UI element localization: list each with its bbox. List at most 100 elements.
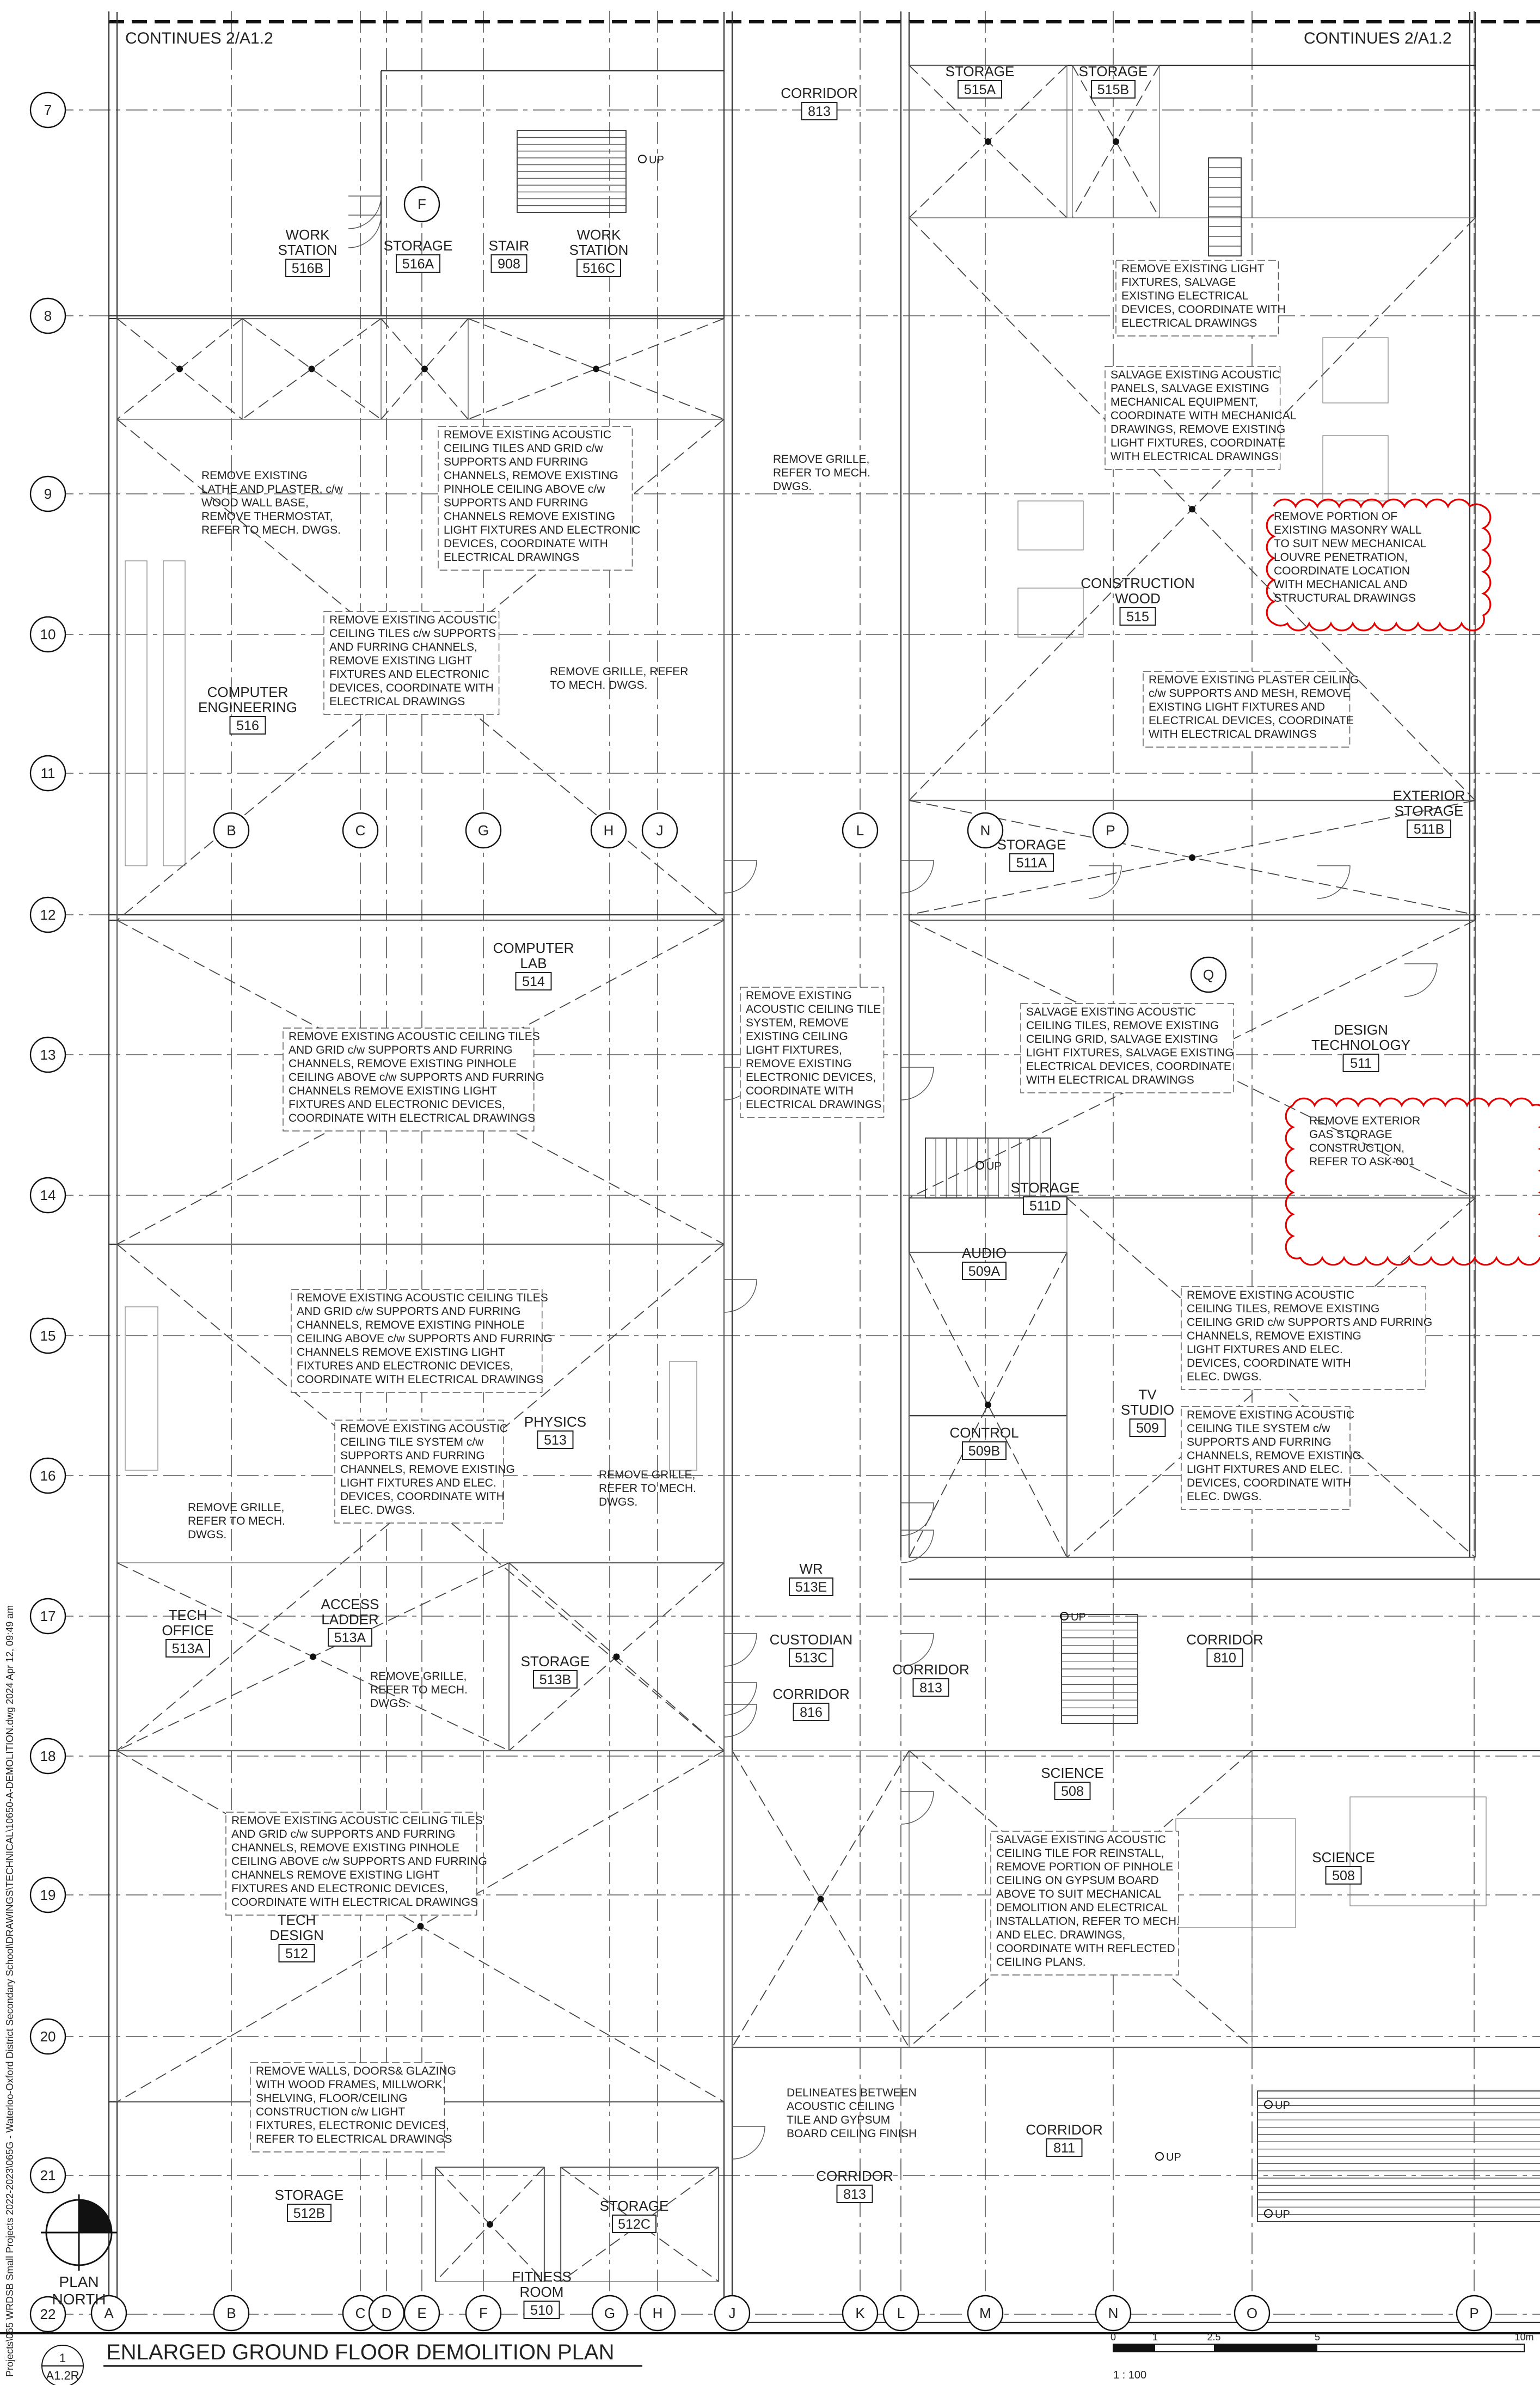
note-box xyxy=(1105,366,1281,470)
grid-bubble-circle xyxy=(882,2295,919,2332)
grid-bubble-label: 22 xyxy=(40,2306,56,2322)
room-name: COMPUTER xyxy=(207,684,289,700)
room-name: CORRIDOR xyxy=(1186,1631,1263,1648)
room-name: AUDIO xyxy=(962,1245,1007,1261)
room-number: 516B xyxy=(292,261,323,276)
room-number-box xyxy=(1046,2138,1083,2157)
up-arrow-icon xyxy=(975,1161,984,1170)
note-line: REMOVE EXISTING ACOUSTIC xyxy=(340,1422,508,1435)
room-tags: CORRIDOR813STORAGE515ASTORAGE515BWORKSTA… xyxy=(162,63,1465,2319)
room-number-box xyxy=(1206,1648,1243,1667)
note-line: CEILING TILES, REMOVE EXISTING xyxy=(1187,1302,1379,1315)
demolition-diagonal xyxy=(381,318,469,420)
room-name: ROOM xyxy=(520,2284,564,2300)
room-number: 511 xyxy=(1350,1056,1372,1071)
room-name: CORRIDOR xyxy=(781,85,858,101)
demolition-note: REMOVE GRILLE,REFER TO MECH.DWGS. xyxy=(773,453,870,493)
note-line: DWGS. xyxy=(370,1697,409,1710)
grid-bubble-circle xyxy=(714,2295,751,2332)
room-name: DESIGN xyxy=(1334,1022,1388,1038)
note-line: REMOVE PORTION OF PINHOLE xyxy=(996,1861,1173,1873)
demolition-diagonal xyxy=(116,920,725,1245)
grid-bubble-circle xyxy=(1092,812,1129,849)
room-number-box xyxy=(962,1441,1007,1460)
room-number: 509 xyxy=(1136,1421,1159,1436)
grid-bubble-row: 20 xyxy=(29,2018,66,2055)
grid-bubble-label: C xyxy=(355,2305,366,2321)
note-line: CEILING ON GYPSUM BOARD xyxy=(996,1874,1159,1887)
room-number-box xyxy=(789,1577,833,1596)
room-number: 511B xyxy=(1414,822,1445,837)
grid-bubble-label: 17 xyxy=(40,1608,56,1624)
grid-bubble-circle xyxy=(29,2296,66,2333)
grid-bubble-row: 16 xyxy=(29,1457,66,1494)
grid-bubble-col: G xyxy=(591,2295,628,2332)
note-line: c/w SUPPORTS AND MESH, REMOVE xyxy=(1149,687,1351,700)
note-line: FIXTURES, ELECTRONIC DEVICES, xyxy=(256,2119,449,2132)
note-line: MECHANICAL EQUIPMENT, xyxy=(1110,396,1258,408)
grid-bubble-circle xyxy=(465,812,502,849)
scale-tick-label: 5 xyxy=(1315,2332,1320,2343)
demolition-diagonal xyxy=(732,1750,910,2048)
grid-bubble-label: P xyxy=(1106,822,1115,839)
grid-bubble-col: H xyxy=(590,812,627,849)
grid-bubble-circle xyxy=(29,91,66,129)
note-line: SUPPORTS AND FURRING xyxy=(444,456,588,468)
grid-bubble-col: H xyxy=(639,2295,676,2332)
room-number-box xyxy=(229,716,266,735)
note-line: REMOVE GRILLE, xyxy=(773,453,869,466)
note-line: DEVICES, COORDINATE WITH xyxy=(329,682,494,694)
grid-bubble-col: P xyxy=(1456,2295,1493,2332)
note-line: REMOVE GRILLE, xyxy=(370,1670,467,1683)
grid-bubble-col: K xyxy=(842,2295,879,2332)
note-line: CEILING TILES c/w SUPPORTS xyxy=(329,627,496,640)
demolition-diagonal xyxy=(381,318,469,420)
room-number-box xyxy=(1129,1418,1166,1437)
room-number: 516C xyxy=(582,261,615,276)
grid-bubble-label: G xyxy=(478,822,489,839)
grid-bubble-circle xyxy=(29,1036,66,1073)
door-swing xyxy=(1317,865,1351,899)
note-line: CEILING GRID, SALVAGE EXISTING xyxy=(1026,1033,1218,1045)
note-line: WITH ELECTRICAL DRAWINGS xyxy=(1149,728,1317,741)
note-line: CEILING TILE SYSTEM c/w xyxy=(340,1436,484,1448)
room-number-box xyxy=(1054,1782,1091,1800)
grid-bubble-circle xyxy=(29,1738,66,1775)
grid-bubble-circle xyxy=(1234,2295,1271,2332)
demolition-center-dot xyxy=(308,365,315,372)
room-number-box xyxy=(1091,80,1136,99)
note-line: CHANNELS REMOVE EXISTING LIGHT xyxy=(289,1085,497,1097)
note-line: REMOVE EXISTING xyxy=(746,989,852,1002)
note-line: CEILING ABOVE c/w SUPPORTS AND FURRING xyxy=(289,1071,544,1084)
note-line: REFER TO MECH. xyxy=(599,1482,696,1495)
room-number: 908 xyxy=(498,256,520,272)
grid-bubble-label: 13 xyxy=(40,1047,56,1063)
grid-bubble-circle xyxy=(29,755,66,792)
grid-bubble-circle xyxy=(213,2295,250,2332)
note-line: SUPPORTS AND FURRING xyxy=(444,497,588,509)
note-line: REFER TO ELECTRICAL DRAWINGS xyxy=(256,2133,452,2145)
grid-bubble-label: D xyxy=(382,2305,392,2321)
note-line: CEILING TILE SYSTEM c/w xyxy=(1187,1422,1330,1435)
up-arrow-icon xyxy=(638,155,647,163)
grid-bubble-circle xyxy=(842,812,879,849)
note-line: TO MECH. DWGS. xyxy=(550,679,647,692)
note-line: DRAWINGS, REMOVE EXISTING xyxy=(1110,423,1285,436)
room-number-box xyxy=(278,1944,315,1962)
scale-tick-label: 1 xyxy=(1152,2332,1158,2343)
grid-bubble-circle xyxy=(29,616,66,653)
note-line: EXISTING LIGHT FIXTURES AND xyxy=(1149,701,1325,713)
room-number: 816 xyxy=(800,1705,823,1720)
room-name: ACCESS xyxy=(321,1596,379,1612)
room-number: 512C xyxy=(618,2217,651,2232)
grid-bubble-row: 10 xyxy=(29,616,66,653)
scale-tick-label: 2.5 xyxy=(1207,2332,1220,2343)
